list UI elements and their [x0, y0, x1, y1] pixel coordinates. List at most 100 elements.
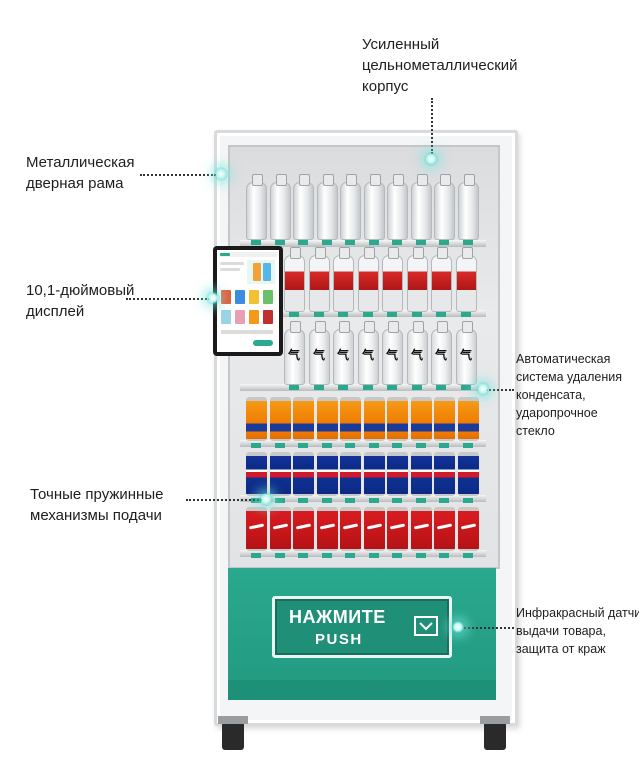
orange-can	[293, 397, 314, 441]
push-label-en: PUSH	[315, 631, 363, 648]
price-tag	[251, 553, 261, 558]
price-tag	[392, 443, 402, 448]
juice-bottle	[407, 247, 428, 312]
sparkling-bottle	[456, 321, 477, 385]
water-bottle	[364, 174, 385, 240]
price-tag	[416, 498, 426, 503]
cola-can-blue	[246, 452, 267, 496]
price-tag	[314, 385, 324, 390]
cola-can-red	[246, 507, 267, 551]
leader-door-frame	[140, 174, 216, 176]
price-tag	[463, 240, 473, 245]
price-tag	[275, 553, 285, 558]
price-tag	[251, 240, 261, 245]
water-bottle	[293, 174, 314, 240]
cola-can-red	[411, 507, 432, 551]
price-tag	[439, 240, 449, 245]
cola-can-red	[458, 507, 479, 551]
highlight-glow-icon	[214, 167, 228, 181]
price-tag	[275, 240, 285, 245]
cola-can-blue	[270, 452, 291, 496]
price-tag	[439, 553, 449, 558]
price-tag	[412, 385, 422, 390]
sparkling-bottle	[431, 321, 452, 385]
price-tag	[363, 312, 373, 317]
leader-display	[126, 298, 210, 300]
sparkling-bottle	[333, 321, 354, 385]
price-tag	[387, 312, 397, 317]
juice-bottle	[333, 247, 354, 312]
sparkling-bottle	[358, 321, 379, 385]
orange-can	[387, 397, 408, 441]
price-tag	[345, 443, 355, 448]
cola-can-blue	[434, 452, 455, 496]
price-tag	[298, 240, 308, 245]
price-tag	[463, 443, 473, 448]
price-tag	[439, 498, 449, 503]
water-bottle	[411, 174, 432, 240]
price-tag	[369, 498, 379, 503]
orange-can	[340, 397, 361, 441]
price-tag	[463, 553, 473, 558]
display-screen	[217, 250, 279, 352]
price-tag	[387, 385, 397, 390]
highlight-glow-icon	[259, 492, 273, 506]
price-tag	[463, 498, 473, 503]
price-tag	[392, 240, 402, 245]
label-display: 10,1-дюймовый дисплей	[26, 282, 135, 320]
shelf	[240, 495, 486, 502]
water-bottle	[434, 174, 455, 240]
water-bottle	[246, 174, 267, 240]
price-tag	[416, 443, 426, 448]
price-tag	[461, 312, 471, 317]
orange-can	[411, 397, 432, 441]
juice-bottle	[284, 247, 305, 312]
sparkling-bottle	[407, 321, 428, 385]
leader-defog	[486, 389, 514, 391]
highlight-glow-icon	[451, 620, 465, 634]
price-tag	[298, 498, 308, 503]
price-tag	[251, 443, 261, 448]
price-tag	[345, 553, 355, 558]
touch-display	[213, 246, 283, 356]
cola-can-red	[387, 507, 408, 551]
price-tag	[322, 240, 332, 245]
label-door-frame: Металлическая дверная рама	[26, 154, 135, 192]
price-tag	[338, 312, 348, 317]
label-sensor: Инфракрасный датчик выдачи товара, защит…	[516, 606, 639, 656]
leader-springs	[186, 499, 262, 501]
water-bottle	[340, 174, 361, 240]
price-tag	[322, 443, 332, 448]
push-door[interactable]: НАЖМИТЕ PUSH	[272, 596, 452, 658]
cola-can-blue	[340, 452, 361, 496]
price-tag	[322, 498, 332, 503]
orange-can	[270, 397, 291, 441]
price-tag	[369, 443, 379, 448]
price-tag	[289, 385, 299, 390]
shelf	[240, 440, 486, 447]
price-tag	[345, 498, 355, 503]
juice-bottle	[431, 247, 452, 312]
wheel-left	[218, 716, 248, 750]
price-tag	[439, 443, 449, 448]
panel-base	[228, 680, 496, 700]
highlight-glow-icon	[206, 291, 220, 305]
juice-bottle	[358, 247, 379, 312]
shelf	[240, 550, 486, 557]
price-tag	[298, 443, 308, 448]
price-tag	[338, 385, 348, 390]
price-tag	[436, 312, 446, 317]
label-defog: Автоматическая система удаления конденса…	[516, 352, 623, 438]
price-tag	[369, 240, 379, 245]
cola-can-red	[364, 507, 385, 551]
label-springs: Точные пружинные механизмы подачи	[30, 486, 164, 524]
price-tag	[436, 385, 446, 390]
price-tag	[392, 498, 402, 503]
label-body: Усиленный цельнометаллический корпус	[362, 36, 518, 95]
leader-sensor	[464, 627, 514, 629]
juice-bottle	[382, 247, 403, 312]
sparkling-bottle	[309, 321, 330, 385]
cola-can-blue	[458, 452, 479, 496]
orange-can	[458, 397, 479, 441]
price-tag	[314, 312, 324, 317]
